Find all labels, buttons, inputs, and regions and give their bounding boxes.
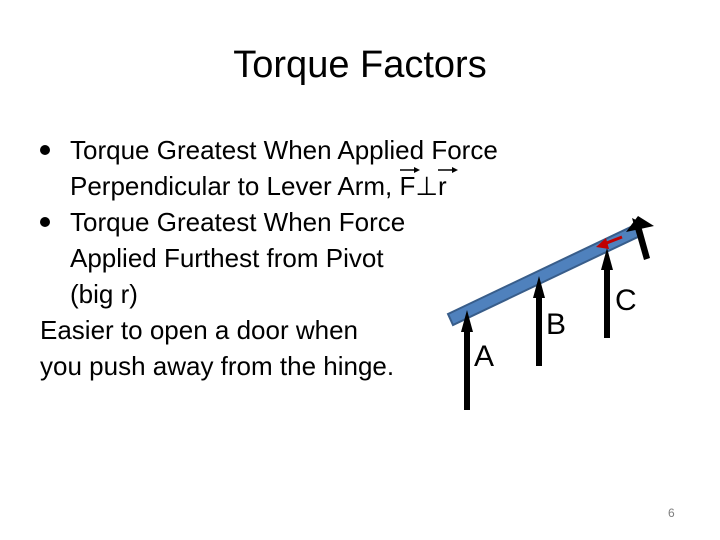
page-number: 6 [668, 506, 675, 520]
perpendicular-symbol: ⊥ [415, 171, 439, 201]
force-arrow-b [533, 276, 545, 366]
force-arrow-c [601, 248, 613, 338]
angled-force-arrowhead [626, 216, 654, 232]
bullet-1-line-1: Torque Greatest When Applied Force [70, 135, 498, 165]
bullet-2-line-2: Applied Furthest from Pivot [70, 243, 384, 273]
bullet-2-dot [40, 217, 50, 227]
force-vector-arrow-icon [399, 167, 420, 173]
force-symbol-text: F [399, 171, 416, 201]
r-vector-red [596, 235, 623, 249]
bullet-2-line-1: Torque Greatest When Force [70, 207, 406, 237]
r-vector-arrow-icon [438, 167, 459, 173]
r-vector-symbol: r [438, 167, 459, 204]
force-vector-symbol: F [399, 167, 420, 204]
note-line-2: you push away from the hinge. [40, 351, 395, 381]
bullet-1-dot [40, 145, 50, 155]
force-arrow-a [461, 310, 473, 410]
label-b: B [546, 308, 567, 341]
bullet-2-line-3: (big r) [70, 279, 138, 309]
bullet-1-line-2: Perpendicular to Lever Arm, F⊥r [70, 167, 459, 204]
label-c: C [615, 284, 637, 317]
note-line-1: Easier to open a door when [40, 315, 358, 345]
slide-title: Torque Factors [233, 44, 487, 86]
label-a: A [474, 340, 495, 373]
bullet-1-line-2-text: Perpendicular to Lever Arm, [70, 171, 400, 201]
r-symbol-text: r [438, 171, 447, 201]
